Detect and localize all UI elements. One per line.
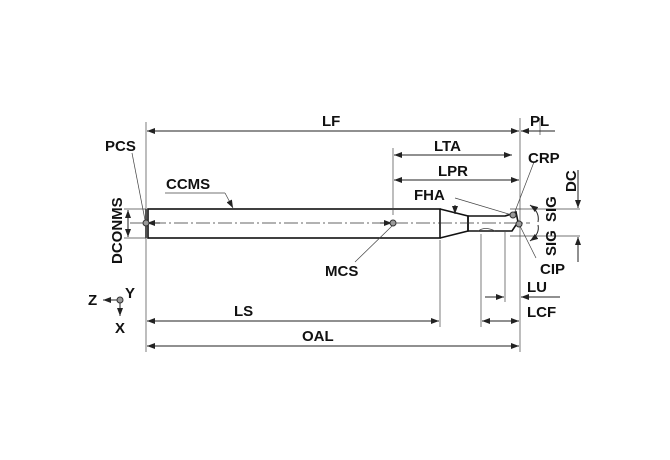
axis-z-label: Z <box>88 292 97 309</box>
lu-label: LU <box>527 279 547 296</box>
axis-y-label: Y <box>125 285 135 302</box>
pcs-point <box>142 219 150 227</box>
leader-lines <box>131 152 537 263</box>
dc-label: DC <box>563 170 580 192</box>
pcs-label: PCS <box>105 138 136 155</box>
axis-x-label: X <box>115 320 125 337</box>
fha-label: FHA <box>414 187 445 204</box>
ls-label: LS <box>234 303 253 320</box>
crp-point <box>509 211 517 219</box>
dconms-label: DCONMS <box>109 197 126 264</box>
sig-label-top: SIG <box>543 196 560 222</box>
mcs-label: MCS <box>325 263 358 280</box>
lta-label: LTA <box>434 138 461 155</box>
sig-label-bottom: SIG <box>543 230 560 256</box>
cip-label: CIP <box>540 261 565 278</box>
lpr-label: LPR <box>438 163 468 180</box>
dimension-lines <box>125 128 581 349</box>
extension-lines <box>124 118 580 352</box>
pl-label: PL <box>530 113 549 130</box>
oal-label: OAL <box>302 328 334 345</box>
cip-point <box>515 220 523 228</box>
coordinate-axes: Z Y X <box>88 285 135 337</box>
ccms-label: CCMS <box>166 176 210 193</box>
mcs-point <box>389 219 397 227</box>
tool-outline <box>145 208 519 239</box>
crp-label: CRP <box>528 150 560 167</box>
lf-label: LF <box>322 113 340 130</box>
lcf-label: LCF <box>527 304 556 321</box>
